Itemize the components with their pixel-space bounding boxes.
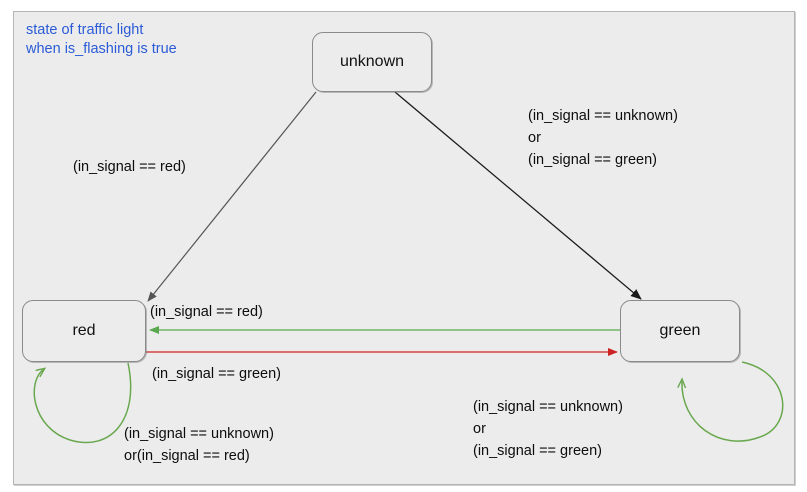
edge-label-unknown-to-green: (in_signal == unknown) or (in_signal == … [528, 108, 678, 168]
diagram-title: state of traffic light when is_flashing … [26, 22, 177, 57]
edge-label-red-self-loop: (in_signal == unknown) or(in_signal == r… [124, 426, 274, 464]
edge-label-green-self-loop: (in_signal == unknown) or (in_signal == … [473, 399, 623, 459]
state-label-unknown: unknown [339, 53, 405, 70]
edge-label-red-to-green: (in_signal == green) [152, 366, 281, 382]
edge-label-green-to-red: (in_signal == red) [150, 304, 263, 320]
state-label-green: green [659, 322, 701, 339]
edge-label-unknown-to-red: (in_signal == red) [73, 159, 186, 175]
state-node-unknown[interactable]: unknown [312, 32, 432, 92]
state-label-red: red [72, 322, 96, 339]
state-node-green[interactable]: green [620, 300, 740, 362]
state-node-red[interactable]: red [22, 300, 146, 362]
